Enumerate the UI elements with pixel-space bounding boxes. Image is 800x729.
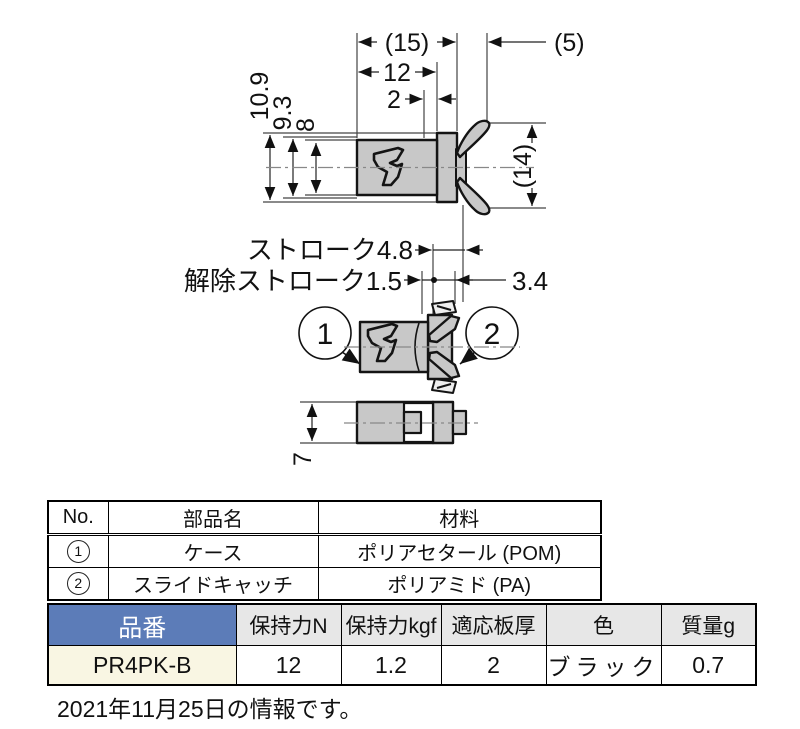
dim-case-width: 12 xyxy=(383,59,411,87)
dim-catch-depth: 3.4 xyxy=(512,266,548,296)
spec-header-mass: 質量g xyxy=(660,603,757,646)
top-face-view: 7 xyxy=(289,400,478,466)
balloon-1 xyxy=(298,306,352,360)
technical-drawing: (15) 12 2 (5) 10.9 9.3 8 (14) ストローク4.8 解… xyxy=(184,29,585,466)
release-stroke-label: 解除ストローク1.5 xyxy=(184,266,402,296)
dim-height-overall: 10.9 xyxy=(246,72,274,121)
part-1-name: ケース xyxy=(107,534,319,568)
part-2-no: 2 xyxy=(47,567,109,601)
spec-table-header-row: 品番 保持力N 保持力kgf 適応板厚 色 質量g xyxy=(47,603,757,646)
spec-holding-force-n: 12 xyxy=(235,645,342,686)
parts-header-no: No. xyxy=(47,500,109,536)
dim-depth: 7 xyxy=(289,452,317,466)
spec-table: 品番 保持力N 保持力kgf 適応板厚 色 質量g PR4PK-B 12 1.2… xyxy=(47,603,757,686)
stroke-label: ストローク4.8 xyxy=(247,235,413,265)
spec-part-no: PR4PK-B xyxy=(47,645,237,686)
spec-panel-thickness: 2 xyxy=(440,645,547,686)
circled-number-1: 1 xyxy=(66,540,90,564)
spec-header-panel-thickness: 適応板厚 xyxy=(440,603,547,646)
dim-protrusion: (5) xyxy=(554,29,585,57)
table-row: 2 スライドキャッチ ポリアミド (PA) xyxy=(47,567,602,601)
spec-holding-force-kgf: 1.2 xyxy=(340,645,442,686)
side-view: (15) 12 2 (5) 10.9 9.3 8 (14) xyxy=(246,29,585,314)
table-row: PR4PK-B 12 1.2 2 ブラック 0.7 xyxy=(47,645,757,686)
dim-wing-span: (14) xyxy=(509,144,537,188)
part-1-material: ポリアセタール (POM) xyxy=(317,534,602,568)
table-row: 1 ケース ポリアセタール (POM) xyxy=(47,534,602,568)
stroke-view: 1 2 xyxy=(298,300,520,394)
part-1-no: 1 xyxy=(47,534,109,568)
spec-header-holding-force-kgf: 保持力kgf xyxy=(340,603,442,646)
parts-table: No. 部品名 材料 1 ケース ポリアセタール (POM) 2 スライドキャッ… xyxy=(47,500,602,601)
dim-height-case: 8 xyxy=(292,118,320,132)
parts-table-header-row: No. 部品名 材料 xyxy=(47,500,602,536)
spec-header-part-no: 品番 xyxy=(47,603,237,646)
info-date-note: 2021年11月25日の情報です。 xyxy=(57,696,363,722)
spec-mass: 0.7 xyxy=(660,645,757,686)
dim-flange-width: 2 xyxy=(387,86,401,114)
spec-header-holding-force-n: 保持力N xyxy=(235,603,342,646)
balloon-2 xyxy=(465,306,519,360)
parts-header-material: 材料 xyxy=(317,500,602,536)
dim-overall-width: (15) xyxy=(385,29,429,57)
parts-header-part-name: 部品名 xyxy=(107,500,319,536)
part-2-name: スライドキャッチ xyxy=(107,567,319,601)
spec-color: ブラック xyxy=(545,645,662,686)
part-2-material: ポリアミド (PA) xyxy=(317,567,602,601)
circled-number-2: 2 xyxy=(66,572,90,596)
stroke-dimensions: ストローク4.8 解除ストローク1.5 3.4 xyxy=(184,235,548,296)
balloon-2-number: 2 xyxy=(484,318,501,351)
spec-header-color: 色 xyxy=(545,603,662,646)
dim-height-mid: 9.3 xyxy=(269,96,297,131)
balloon-1-number: 1 xyxy=(317,318,334,351)
